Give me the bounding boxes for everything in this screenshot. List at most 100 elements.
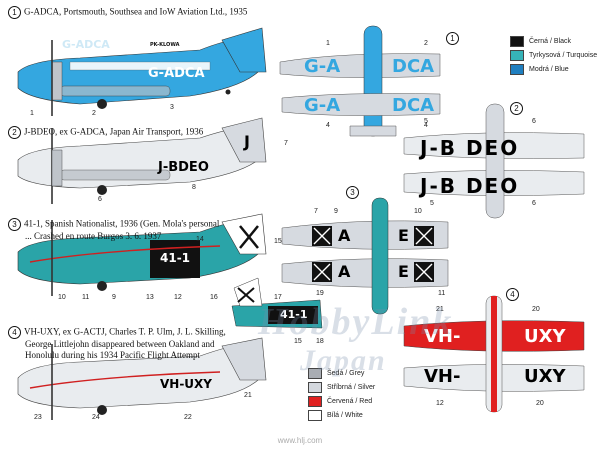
view-number-2: 2 — [510, 102, 526, 115]
callout: 1 — [30, 110, 34, 117]
registration-p1-bottom-a: G-A — [304, 95, 341, 116]
callout: 21 — [436, 306, 444, 313]
profile-2-side-view — [17, 117, 267, 204]
profile-1-bottom-view — [281, 93, 441, 116]
registration-p4-side: VH-UXY — [160, 377, 212, 391]
callout: 10 — [58, 294, 66, 301]
profile-4-top-bottom-views — [403, 295, 585, 413]
callout: 10 — [414, 208, 422, 215]
profile-1-top-view — [279, 25, 441, 137]
callout: 18 — [316, 338, 324, 345]
callout: 5 — [424, 118, 428, 125]
view-number-3: 3 — [346, 186, 362, 199]
callout: 24 — [92, 414, 100, 421]
registration-p1-tail: G-ADCA — [62, 38, 110, 51]
legend-label: Červená / Red — [327, 398, 373, 405]
color-swatch-black — [510, 36, 524, 47]
registration-p2-top: J-B DEO — [420, 136, 520, 160]
registration-p4-bottom-b: UXY — [524, 366, 566, 387]
caption-text-line2: George Littlejohn disappeared between Oa… — [25, 339, 215, 349]
callout: 6 — [532, 200, 536, 207]
view-number-4: 4 — [506, 288, 522, 301]
callout: 9 — [334, 208, 338, 215]
profile-1-side-view — [17, 27, 267, 116]
profile-3-side-view — [17, 213, 267, 296]
caption-number: 1 — [8, 6, 21, 19]
view-number-label: 1 — [446, 32, 459, 45]
caption-text: G-ADCA, Portsmouth, Southsea and IoW Avi… — [24, 6, 248, 17]
caption-text: J-BDEO, ex G-ADCA, Japan Air Transport, … — [24, 126, 204, 137]
callout: 2 — [424, 40, 428, 47]
callout: 20 — [536, 400, 544, 407]
legend-item: Stříbrná / Silver — [308, 382, 375, 393]
color-swatch-silver — [308, 382, 322, 393]
profile-3-tail-detail — [231, 277, 323, 329]
callout: 6 — [532, 118, 536, 125]
registration-p4-bottom-a: VH- — [424, 366, 461, 387]
callout: 23 — [34, 414, 42, 421]
callout: 17 — [274, 294, 282, 301]
view-number-label: 4 — [506, 288, 519, 301]
legend-label: Stříbrná / Silver — [327, 384, 376, 391]
callout: 11 — [82, 294, 90, 301]
callout: 22 — [184, 414, 192, 421]
caption-number: 3 — [8, 218, 21, 231]
callout: 13 — [146, 294, 154, 301]
legend-item: Černá / Black — [510, 36, 571, 47]
callout: 12 — [436, 400, 444, 407]
registration-p4-top-b: UXY — [524, 326, 566, 347]
registration-p1-side: G-ADCA — [148, 66, 205, 81]
callout: 4 — [424, 122, 428, 129]
view-number-label: 2 — [510, 102, 523, 115]
caption-number: 2 — [8, 126, 21, 139]
callout: 4 — [326, 122, 330, 129]
registration-p3-side: 41-1 — [160, 251, 191, 265]
callout: 16 — [210, 294, 218, 301]
callout: 11 — [438, 290, 446, 297]
registration-p3-a-bottom: A — [338, 262, 351, 281]
registration-p3-tail: 41-1 — [280, 308, 308, 321]
fin-text-p1: PK-KLOWA — [150, 42, 180, 48]
callout: 6 — [98, 196, 102, 203]
callout: 7 — [314, 208, 318, 215]
registration-p4-top-a: VH- — [424, 326, 461, 347]
registration-p2-bottom: J-B DEO — [420, 174, 520, 198]
color-swatch-turquoise — [510, 50, 524, 61]
watermark-brand: HobbyLink — [258, 301, 454, 343]
callout: 12 — [174, 294, 182, 301]
callout: 14 — [196, 236, 204, 243]
registration-p2-tail: J — [244, 132, 250, 151]
legend-label: Tyrkysová / Turquoise — [529, 52, 598, 59]
profile-4-side-view — [17, 337, 267, 420]
legend-label: Bílá / White — [327, 412, 363, 419]
caption-text-line3: Honolulu during his 1934 Pacific Flight … — [25, 350, 200, 360]
legend-label: Černá / Black — [529, 38, 572, 45]
callout: 19 — [316, 290, 324, 297]
legend-label: Modrá / Blue — [529, 66, 569, 73]
callout: 15 — [274, 238, 282, 245]
callout: 20 — [532, 306, 540, 313]
view-number-1: 1 — [446, 32, 462, 45]
watermark-sub: Japan — [300, 344, 387, 377]
callout: 1 — [326, 40, 330, 47]
legend-item: Bílá / White — [308, 410, 363, 421]
registration-p1-bottom-b: DCA — [392, 95, 435, 116]
callout: 3 — [170, 104, 174, 111]
registration-p3-e-top: E — [398, 226, 409, 245]
caption-number: 4 — [8, 326, 21, 339]
color-swatch-red — [308, 396, 322, 407]
callout: 21 — [244, 392, 252, 399]
profile-2-top-bottom-views — [403, 103, 585, 219]
view-number-label: 3 — [346, 186, 359, 199]
caption-text: 41-1, Spanish Nationalist, 1936 (Gen. Mo… — [24, 218, 220, 229]
color-swatch-white — [308, 410, 322, 421]
registration-p1-top-a: G-A — [304, 56, 341, 77]
watermark-url: www.hlj.com — [277, 436, 323, 445]
caption-text: VH-UXY, ex G-ACTJ, Charles T. P. Ulm, J.… — [24, 326, 226, 337]
registration-p3-a-top: A — [338, 226, 351, 245]
legend-item: Tyrkysová / Turquoise — [510, 50, 597, 61]
